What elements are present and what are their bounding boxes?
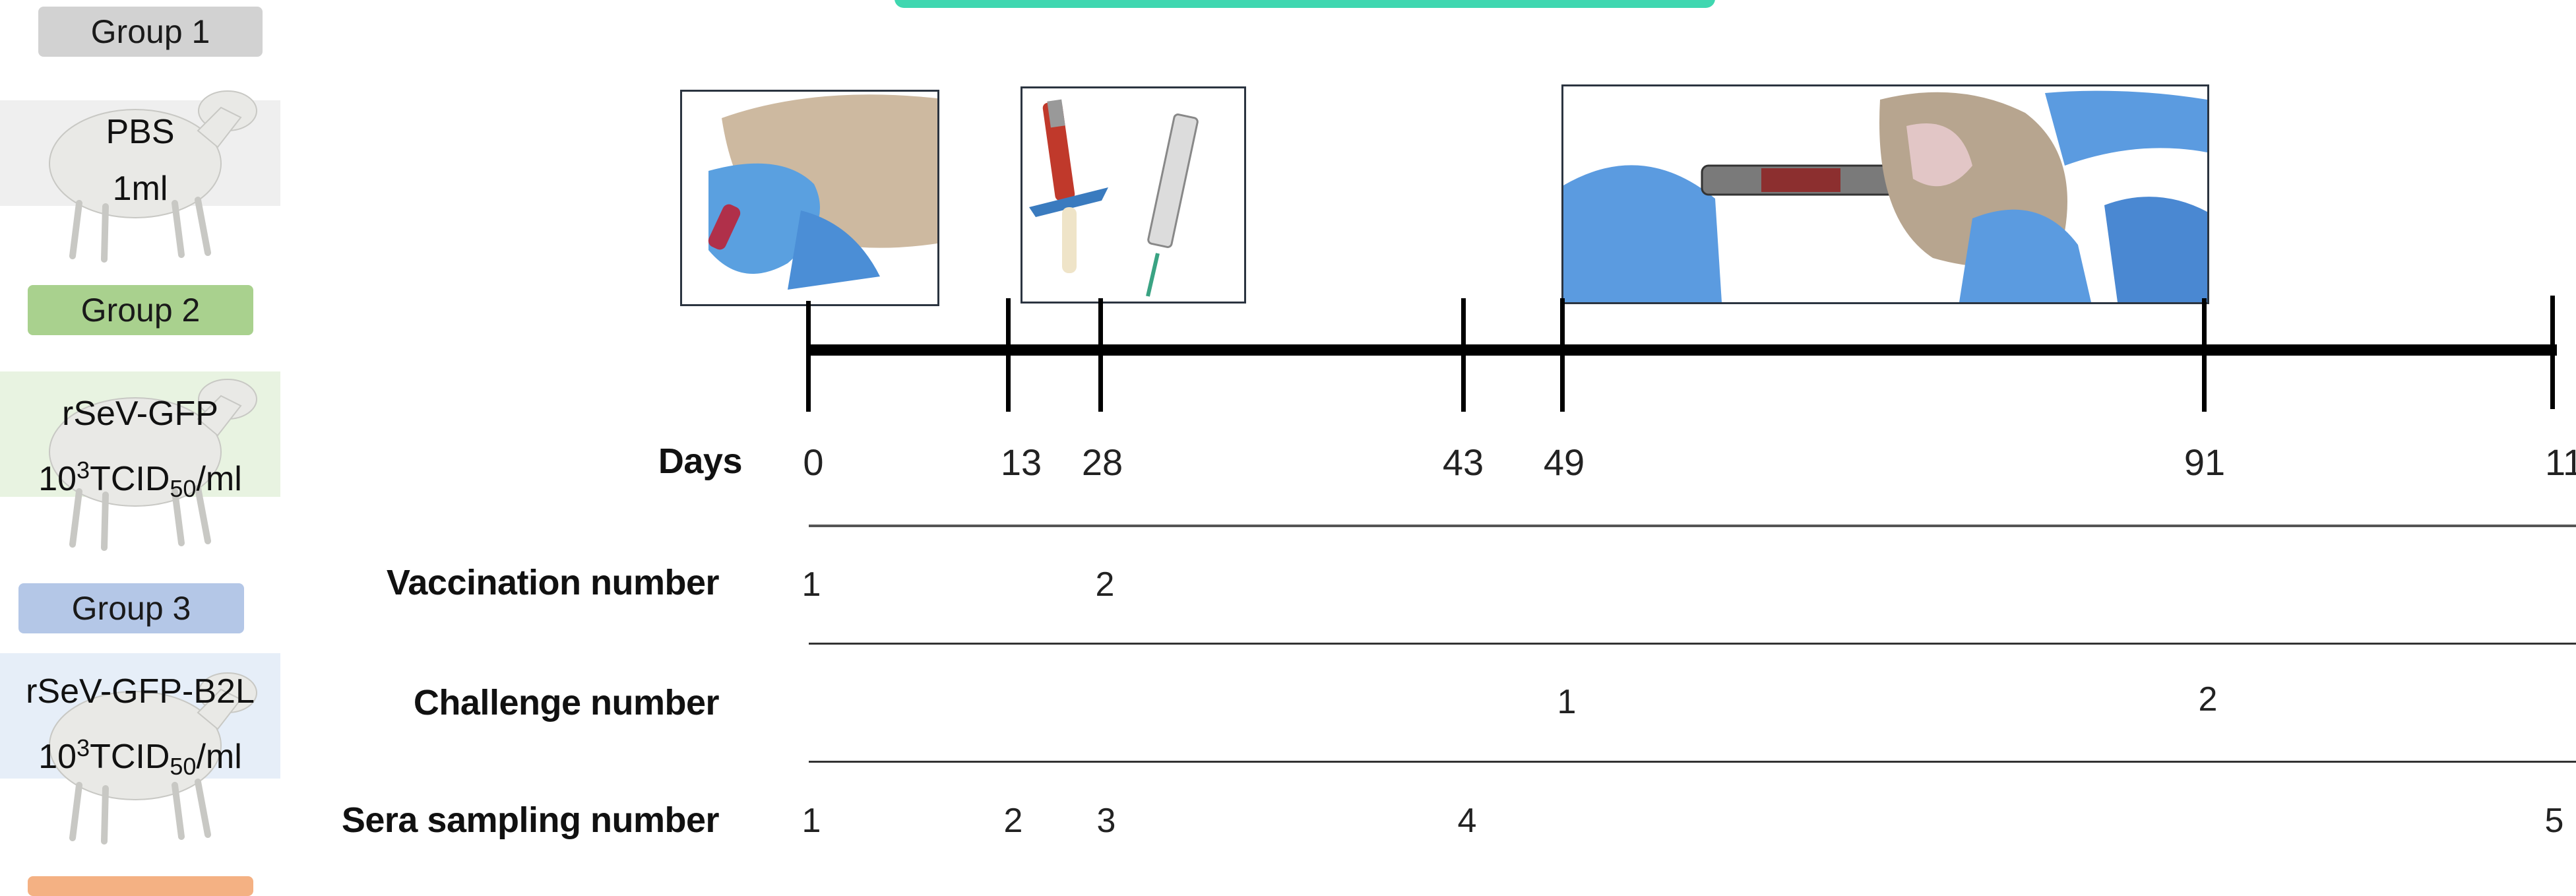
top-banner-bar — [895, 0, 1715, 8]
challenge-entry: 2 — [2182, 680, 2234, 719]
group-3-dose: 103TCID50/ml — [0, 719, 280, 796]
tick-day-28 — [1098, 298, 1103, 412]
sera-entry: 5 — [2528, 801, 2576, 841]
intranasal-vaccination-photo — [680, 90, 939, 306]
row-separator — [809, 643, 2576, 645]
day-label: 49 — [1518, 441, 1610, 484]
group-1-dose: 1ml — [0, 160, 280, 218]
days-label: Days — [594, 441, 742, 482]
blood-sampling-tube-and-syringe-photo — [1021, 86, 1246, 304]
sera-entry: 2 — [987, 801, 1040, 841]
group-2-tag: Group 2 — [28, 285, 253, 335]
day-label: 91 — [2158, 441, 2251, 484]
tick-day-49 — [1560, 298, 1565, 412]
group-1-tag-label: Group 1 — [91, 13, 210, 51]
group-2-tag-label: Group 2 — [81, 291, 201, 329]
sera-row-label: Sera sampling number — [198, 800, 719, 841]
day-label: 110 — [2545, 441, 2576, 484]
sera-entry: 1 — [785, 801, 838, 841]
group-2-sheep-card: rSeV-GFP 103TCID50/ml — [0, 360, 280, 551]
group-1-tag: Group 1 — [38, 7, 263, 57]
challenge-row-label: Challenge number — [198, 682, 719, 723]
row-separator — [809, 761, 2576, 763]
tick-day-43 — [1461, 298, 1466, 412]
group-1-sheep-card: PBS 1ml — [0, 71, 280, 263]
timeline-axis — [809, 344, 2557, 356]
day-label: 0 — [767, 441, 860, 484]
day-label: 28 — [1056, 441, 1148, 484]
sera-entry: 3 — [1080, 801, 1133, 841]
tick-day-13 — [1006, 298, 1011, 412]
ear-injection-challenge-photo — [1561, 84, 2209, 304]
day-label: 43 — [1417, 441, 1509, 484]
group-4-tag-partial — [28, 876, 253, 896]
vaccination-entry: 2 — [1079, 565, 1131, 604]
vaccination-row-label: Vaccination number — [198, 562, 719, 603]
group-2-vaccine: rSeV-GFP — [0, 385, 280, 443]
day-label: 13 — [975, 441, 1067, 484]
row-separator — [809, 525, 2576, 527]
sera-entry: 4 — [1441, 801, 1493, 841]
tick-day-0 — [806, 301, 811, 412]
group-1-vaccine: PBS — [0, 103, 280, 161]
vaccination-entry: 1 — [785, 565, 838, 604]
tick-day-91 — [2202, 298, 2207, 412]
group-3-tag-label: Group 3 — [72, 589, 191, 627]
tick-day-110 — [2550, 296, 2555, 409]
group-2-dose: 103TCID50/ml — [0, 441, 280, 518]
challenge-entry: 1 — [1540, 682, 1593, 722]
